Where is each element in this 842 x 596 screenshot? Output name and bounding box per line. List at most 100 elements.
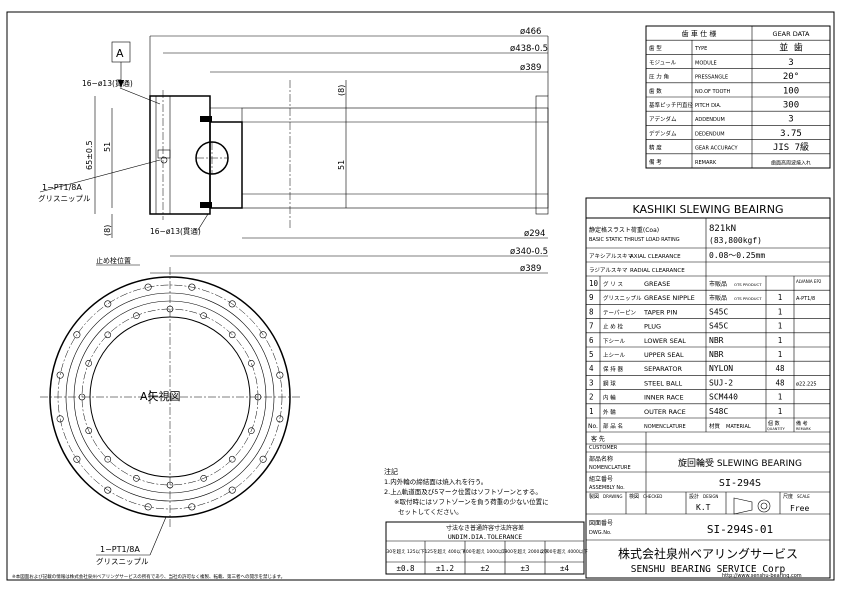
drawn-jp: 製図 — [589, 493, 599, 500]
dwg-en: DWG.No. — [589, 530, 612, 536]
footer-url[interactable]: http://www.senshu-bearing.com — [722, 573, 802, 579]
inner-bolt-hole — [133, 312, 140, 319]
dim-h8-top: (8) — [337, 85, 346, 96]
gear-row-value: 3 — [788, 58, 793, 68]
outer-bolt-hole — [228, 486, 236, 494]
parts-header-name-jp: 部 品 名 — [603, 422, 623, 430]
gear-row-en: MODULE — [695, 60, 717, 66]
outer-bolt-hole — [276, 415, 284, 423]
part-material: 市販品 — [709, 280, 727, 288]
dim-h8-bottom: (8) — [103, 225, 112, 236]
part-name-en: TAPER PIN — [643, 308, 677, 316]
part-material-sub: OTS PRODUCT — [734, 282, 762, 287]
outer-bolt-holes — [56, 283, 284, 511]
tolerance-title-en: UNDIM.DIA.TOLERANCE — [448, 533, 522, 541]
part-material: NBR — [709, 350, 724, 359]
inner-bolt-hole — [166, 481, 174, 489]
outer-bolt-hole — [259, 455, 267, 463]
inner-bolt-hole — [104, 455, 112, 463]
gear-title-en: GEAR DATA — [773, 30, 810, 38]
inner-bolt-hole — [85, 360, 92, 367]
nomenclature-jp: 部品名称 — [589, 455, 613, 463]
dwg-value: SI-294S-01 — [707, 523, 773, 536]
part-no: 4 — [589, 364, 594, 373]
part-material: S48C — [709, 407, 728, 416]
axial-clearance-en: AXIAL CLEARANCE — [630, 254, 681, 260]
gear-row-en: REMARK — [695, 160, 717, 166]
outer-bolt-hole — [104, 486, 112, 494]
plan-view: A矢視図 1−PT1/8A グリスニップル — [40, 267, 300, 566]
part-material-sub: OTS PRODUCT — [734, 296, 762, 301]
gear-row-en: ADDENDUM — [695, 117, 725, 123]
dim-h51-center: 51 — [337, 160, 346, 170]
gear-row-en: TYPE — [694, 46, 707, 52]
part-material: S45C — [709, 322, 728, 331]
part-qty: 1 — [778, 407, 783, 416]
gear-row-jp: アデンダム — [649, 115, 677, 123]
gear-row-en: GEAR ACCURACY — [695, 146, 738, 152]
part-no: 8 — [589, 307, 594, 316]
title-block: KASHIKI SLEWING BEAIRNG 静定格スラスト荷重(Coa) B… — [585, 197, 831, 579]
inner-bolt-hole — [228, 455, 236, 463]
tolerance-value: ±1.2 — [436, 564, 454, 573]
gear-row-jp: 精 度 — [649, 144, 662, 152]
arrow-head-icon — [118, 80, 124, 88]
gear-row-value: 3.75 — [780, 129, 802, 139]
gear-title-jp: 歯 車 仕 様 — [682, 29, 717, 38]
company-en: SENSHU BEARING SERVICE Corp — [631, 564, 786, 575]
customer-en: CUSTOMER — [589, 445, 618, 451]
part-no: 1 — [589, 407, 594, 416]
gear-row-value: 並 歯 — [779, 42, 802, 54]
tolerance-range: 2000を超え 4000以下 — [541, 548, 588, 555]
inner-bolt-hole — [133, 475, 140, 482]
gear-row-value: JIS 7級 — [773, 141, 809, 153]
axial-clearance-jp: アキシアルスキマ — [589, 253, 633, 260]
outer-bolt-hole — [188, 503, 196, 511]
gear-row-value: 3 — [788, 115, 793, 125]
outer-race-section — [149, 95, 211, 215]
gear-row-jp: 歯 数 — [649, 87, 662, 95]
checked-en: CHECKED — [643, 494, 662, 499]
dim-h65: 65±0.5 — [85, 140, 94, 170]
outer-bolt-hole — [104, 300, 112, 308]
load-label-en: BASIC STATIC THRUST LOAD RATING — [589, 237, 680, 243]
part-material: 市販品 — [709, 294, 727, 302]
gear-row-jp: 歯 型 — [649, 44, 662, 52]
outer-bolt-hole — [144, 283, 152, 291]
view-marker: A — [116, 47, 124, 60]
note-2: 2.上△軌道面及び5マーク位置はソフトゾーンとする。 — [384, 487, 542, 496]
part-name-en: STEEL BALL — [644, 379, 683, 387]
part-qty: 1 — [778, 322, 783, 331]
gear-row-en: DEDENDUM — [695, 131, 725, 137]
scale-value: Free — [790, 504, 809, 513]
outer-bolt-hole — [73, 455, 81, 463]
dim-d438: ø438-0.5 — [510, 44, 548, 54]
tolerance-title: 寸法なき普通許容寸法許容差 — [446, 524, 524, 532]
load-value-kgf: (83,800kgf) — [709, 236, 762, 245]
part-qty: 48 — [775, 378, 785, 387]
parts-header-no: No. — [588, 423, 598, 430]
assembly-value: SI-294S — [719, 478, 761, 489]
parts-header-qty-en: QUANTITY — [767, 427, 786, 431]
main-title: KASHIKI SLEWING BEAIRNG — [632, 203, 783, 216]
part-name-jp: グリスニップル — [603, 294, 642, 302]
inner-bolt-hole — [104, 331, 112, 339]
part-name-en: UPPER SEAL — [644, 351, 684, 359]
part-name-en: OUTER RACE — [644, 408, 686, 416]
drawn-en: DRAWING — [603, 494, 622, 499]
outer-bolt-hole — [228, 300, 236, 308]
axial-clearance-value: 0.08～0.25mm — [709, 251, 765, 260]
nipple-label: 1−PT1/8A — [42, 183, 82, 192]
nomenclature-value: 旋回輪受 SLEWING BEARING — [678, 457, 802, 469]
inner-bolt-hole — [166, 305, 174, 313]
design-jp: 設計 — [689, 493, 699, 500]
customer-jp: 客 先 — [591, 435, 605, 443]
inner-bolt-hole — [254, 393, 262, 401]
assembly-en: ASSEMBLY No. — [589, 485, 625, 491]
part-name-en: SEPARATOR — [644, 365, 682, 373]
part-no: 6 — [589, 336, 594, 345]
plan-view-label: A矢視図 — [140, 389, 181, 403]
part-qty: 1 — [778, 307, 783, 316]
